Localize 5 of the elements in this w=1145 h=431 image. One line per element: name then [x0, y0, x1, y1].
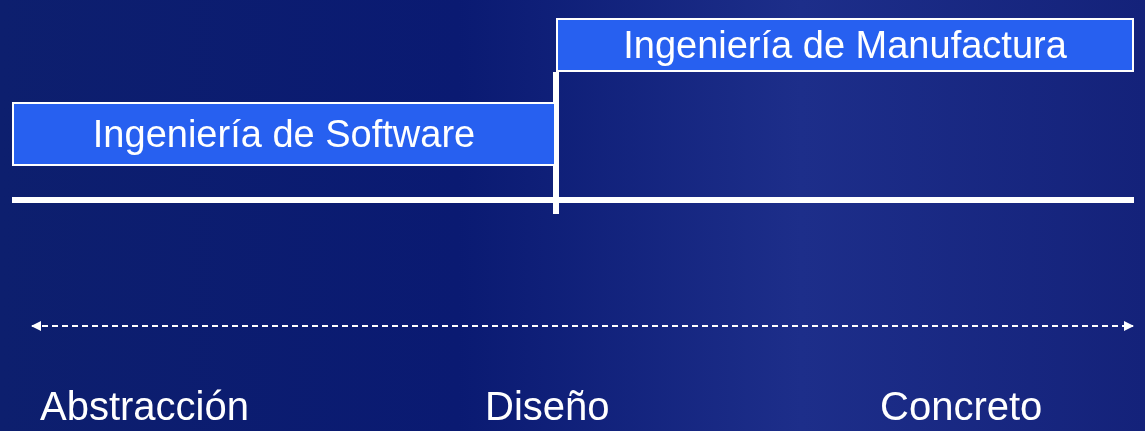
scale-label: Abstracción	[40, 384, 249, 429]
label-box: Ingeniería de Software	[12, 102, 556, 166]
scale-label: Diseño	[485, 384, 610, 429]
label-box: Ingeniería de Manufactura	[556, 18, 1134, 72]
scale-label: Concreto	[880, 384, 1043, 429]
